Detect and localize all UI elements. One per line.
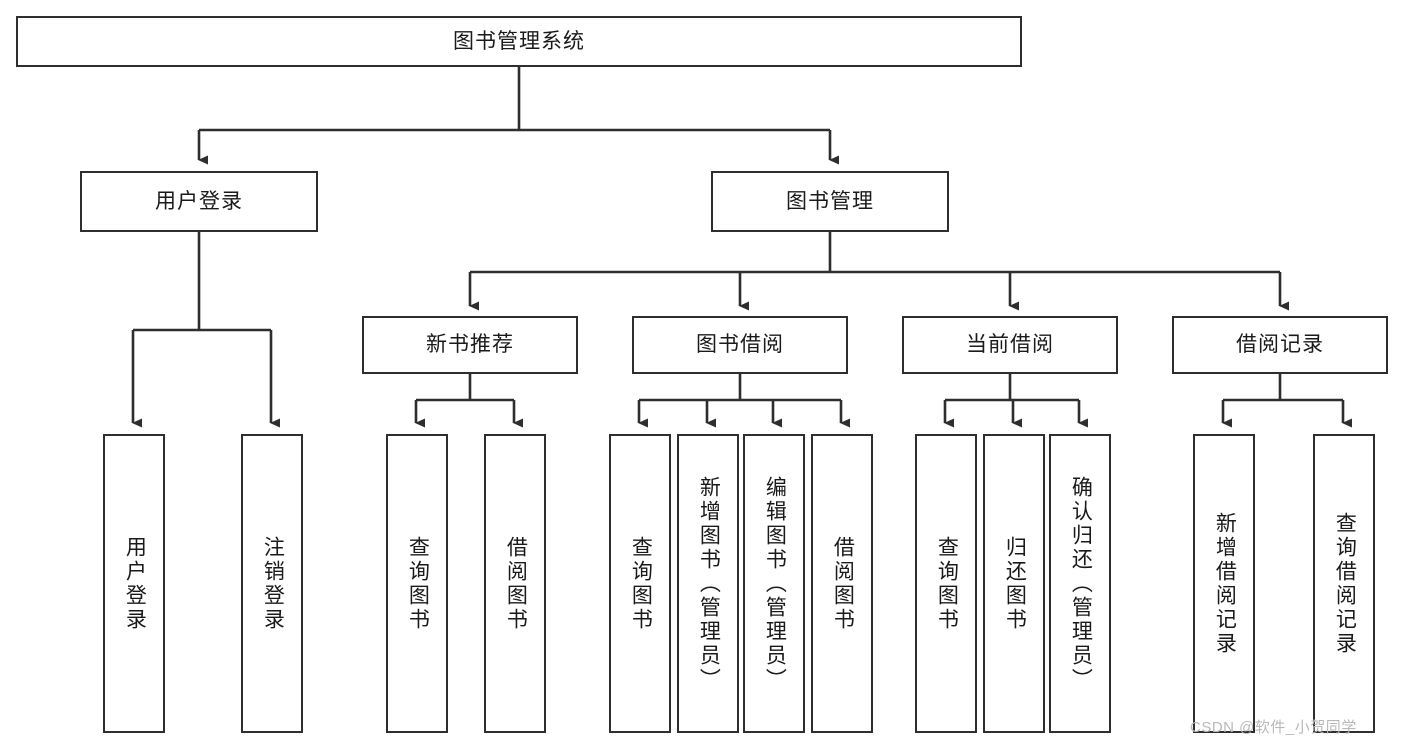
node-current-borrow-label: 当前借阅 bbox=[966, 333, 1054, 357]
node-book-borrow-label: 图书借阅 bbox=[696, 333, 784, 357]
node-leaf-user-login-label: 用户登录 bbox=[123, 535, 147, 632]
node-user-login-label: 用户登录 bbox=[155, 189, 243, 213]
node-leaf-current-return-label: 归还图书 bbox=[1003, 535, 1027, 632]
node-leaf-current-query-label: 查询图书 bbox=[935, 535, 959, 632]
node-leaf-newbook-query-label: 查询图书 bbox=[406, 535, 430, 632]
node-leaf-logout[interactable]: 注销登录 bbox=[241, 434, 303, 733]
node-borrow-records-label: 借阅记录 bbox=[1236, 333, 1324, 357]
node-new-book-recommend-label: 新书推荐 bbox=[426, 333, 514, 357]
node-leaf-record-query[interactable]: 查询借阅记录 bbox=[1313, 434, 1375, 733]
node-leaf-record-add[interactable]: 新增借阅记录 bbox=[1193, 434, 1255, 733]
node-leaf-borrow-edit-label: 编辑图书（管理员） bbox=[763, 475, 787, 692]
node-new-book-recommend[interactable]: 新书推荐 bbox=[362, 316, 578, 374]
node-leaf-newbook-query[interactable]: 查询图书 bbox=[386, 434, 448, 733]
node-leaf-borrow-query[interactable]: 查询图书 bbox=[609, 434, 671, 733]
node-root[interactable]: 图书管理系统 bbox=[16, 16, 1022, 67]
node-leaf-current-return[interactable]: 归还图书 bbox=[983, 434, 1045, 733]
node-leaf-borrow-add[interactable]: 新增图书（管理员） bbox=[677, 434, 739, 733]
node-root-label: 图书管理系统 bbox=[453, 29, 585, 53]
node-borrow-records[interactable]: 借阅记录 bbox=[1172, 316, 1388, 374]
node-book-borrow[interactable]: 图书借阅 bbox=[632, 316, 848, 374]
node-book-management-label: 图书管理 bbox=[786, 189, 874, 213]
node-leaf-newbook-borrow[interactable]: 借阅图书 bbox=[484, 434, 546, 733]
node-leaf-borrow-query-label: 查询图书 bbox=[629, 535, 653, 632]
node-leaf-borrow-action[interactable]: 借阅图书 bbox=[811, 434, 873, 733]
node-leaf-current-query[interactable]: 查询图书 bbox=[915, 434, 977, 733]
node-leaf-current-confirm[interactable]: 确认归还（管理员） bbox=[1049, 434, 1111, 733]
node-book-management[interactable]: 图书管理 bbox=[711, 171, 949, 232]
node-leaf-borrow-add-label: 新增图书（管理员） bbox=[697, 475, 721, 692]
node-leaf-newbook-borrow-label: 借阅图书 bbox=[504, 535, 528, 632]
node-current-borrow[interactable]: 当前借阅 bbox=[902, 316, 1118, 374]
node-leaf-record-query-label: 查询借阅记录 bbox=[1333, 511, 1357, 656]
node-user-login[interactable]: 用户登录 bbox=[80, 171, 318, 232]
node-leaf-borrow-action-label: 借阅图书 bbox=[831, 535, 855, 632]
node-leaf-current-confirm-label: 确认归还（管理员） bbox=[1069, 475, 1093, 692]
node-leaf-borrow-edit[interactable]: 编辑图书（管理员） bbox=[743, 434, 805, 733]
node-leaf-record-add-label: 新增借阅记录 bbox=[1213, 511, 1237, 656]
node-leaf-logout-label: 注销登录 bbox=[261, 535, 285, 632]
node-leaf-user-login[interactable]: 用户登录 bbox=[103, 434, 165, 733]
